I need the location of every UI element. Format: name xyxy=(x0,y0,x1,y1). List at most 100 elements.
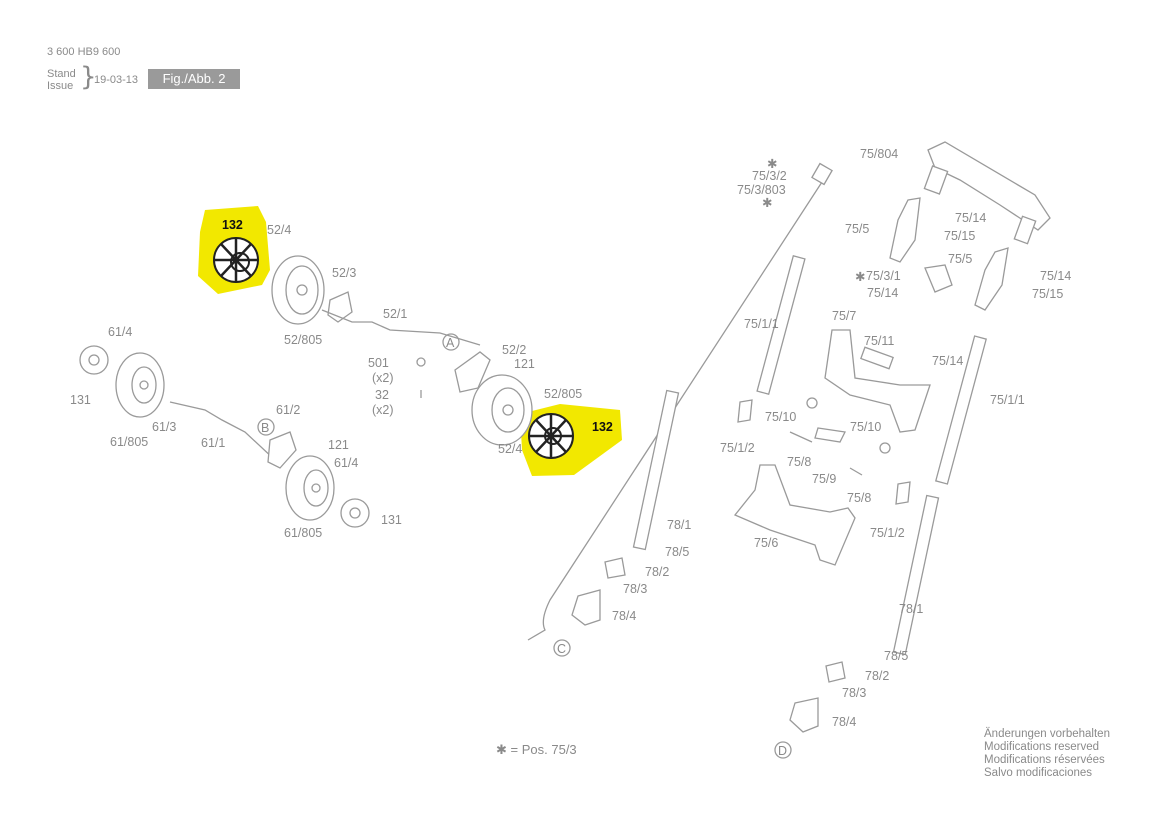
footnote: ✱ = Pos. 75/3 xyxy=(496,742,577,758)
circle-marker-c xyxy=(553,639,571,657)
lever-75-9 xyxy=(814,427,846,443)
clip-75-1-2-left xyxy=(737,399,753,423)
tube-lower-right xyxy=(892,494,940,656)
label-75-1-2-left: 75/1/2 xyxy=(720,441,755,455)
handle-right-leg xyxy=(1013,215,1037,245)
label-75-11: 75/11 xyxy=(864,334,894,348)
cable xyxy=(527,181,823,641)
label-x2-upper: (x2) xyxy=(372,371,394,385)
tube-upper-left xyxy=(756,255,806,395)
label-52-805-lower: 52/805 xyxy=(544,387,582,401)
label-75-14-a: 75/14 xyxy=(955,211,986,225)
label-75-5-a: 75/5 xyxy=(845,222,869,236)
label-52-1: 52/1 xyxy=(383,307,407,321)
hub-cap-right xyxy=(528,413,574,459)
handle-top xyxy=(927,141,1051,231)
circle-label-a: A xyxy=(446,336,455,350)
rear-wheel-lower xyxy=(471,374,533,446)
notice-de: Änderungen vorbehalten xyxy=(984,728,1110,740)
label-75-7: 75/7 xyxy=(832,309,856,323)
label-78-3-left: 78/3 xyxy=(623,582,647,596)
front-wheel-upper xyxy=(115,352,165,418)
label-75-5-b: 75/5 xyxy=(948,252,972,266)
washer-501 xyxy=(416,357,426,367)
frame-bracket xyxy=(824,329,931,433)
label-75-9: 75/9 xyxy=(812,472,836,486)
label-78-1-left: 78/1 xyxy=(667,518,691,532)
circle-label-c: C xyxy=(557,642,566,656)
label-61-4-upper: 61/4 xyxy=(108,325,132,339)
label-75-14-c: 75/14 xyxy=(1040,269,1071,283)
label-61-2: 61/2 xyxy=(276,403,300,417)
label-52-3: 52/3 xyxy=(332,266,356,280)
notice-en: Modifications reserved xyxy=(984,741,1100,753)
tube-clip-78-2-left xyxy=(604,557,626,579)
bolt-75-8-upper xyxy=(789,431,813,443)
label-75-1-2-right: 75/1/2 xyxy=(870,526,905,540)
issue-label: Issue xyxy=(47,80,74,92)
label-78-5-right: 78/5 xyxy=(884,649,908,663)
label-78-3-right: 78/3 xyxy=(842,686,866,700)
hub-cap-front-lower xyxy=(340,498,370,528)
label-121-upper: 121 xyxy=(514,357,535,371)
label-61-3: 61/3 xyxy=(152,420,176,434)
label-61-1: 61/1 xyxy=(201,436,225,450)
modifications-notice: Änderungen vorbehalten Modifications res… xyxy=(984,728,1110,780)
stand-label: Stand xyxy=(47,68,76,80)
tube-clip-78-2-right xyxy=(825,661,846,683)
label-131-lower: 131 xyxy=(381,513,402,527)
tube-end-78-4-right xyxy=(789,697,819,733)
label-132-right: 132 xyxy=(592,420,613,434)
label-75-6: 75/6 xyxy=(754,536,778,550)
label-75-14-d: 75/14 xyxy=(932,354,963,368)
brace-icon: } xyxy=(80,62,97,92)
notice-fr: Modifications réservées xyxy=(984,754,1105,766)
label-75-15-a: 75/15 xyxy=(944,229,975,243)
cable-holder xyxy=(860,346,894,370)
footnote-text: = Pos. 75/3 xyxy=(510,742,577,757)
label-78-2-left: 78/2 xyxy=(645,565,669,579)
wheel-bracket-52-2 xyxy=(454,351,491,393)
base-bracket xyxy=(733,464,856,566)
hub-cap-front-upper xyxy=(79,345,109,375)
label-75-1-1-left: 75/1/1 xyxy=(744,317,779,331)
label-52-805-upper: 52/805 xyxy=(284,333,322,347)
knob-right xyxy=(879,442,891,454)
stand-issue-label: Stand Issue xyxy=(47,68,76,92)
star-marker-75-3-1: ✱ xyxy=(855,270,866,284)
label-75-8-right: 75/8 xyxy=(847,491,871,505)
label-501: 501 xyxy=(368,356,389,370)
part-number: 3 600 HB9 600 xyxy=(47,46,121,58)
label-61-805-lower: 61/805 xyxy=(284,526,322,540)
label-132-left: 132 xyxy=(222,218,243,232)
circle-label-d: D xyxy=(778,744,787,758)
label-75-10-left: 75/10 xyxy=(765,410,796,424)
label-75-3-803: 75/3/803 xyxy=(737,183,786,197)
bolt-75-8-lower xyxy=(849,467,863,476)
clamp-lever-upper xyxy=(889,197,921,263)
label-78-1-right: 78/1 xyxy=(899,602,923,616)
label-75-14-b: 75/14 xyxy=(867,286,898,300)
hub-cap-left xyxy=(213,237,259,283)
label-131-upper: 131 xyxy=(70,393,91,407)
issue-date: 19-03-13 xyxy=(94,74,139,86)
label-121-lower: 121 xyxy=(328,438,349,452)
label-52-4-lower: 52/4 xyxy=(498,442,522,456)
label-52-4-upper: 52/4 xyxy=(267,223,291,237)
tube-upper-right xyxy=(934,335,988,485)
cable-clip xyxy=(924,264,953,293)
circle-marker-b xyxy=(257,418,275,436)
knob-left xyxy=(806,397,818,409)
axle-61-1 xyxy=(169,401,276,461)
label-75-10-right: 75/10 xyxy=(850,420,881,434)
label-78-4-right: 78/4 xyxy=(832,715,856,729)
label-75-804: 75/804 xyxy=(860,147,898,161)
star-marker-top: ✱ xyxy=(767,157,778,171)
label-75-8-left: 75/8 xyxy=(787,455,811,469)
label-75-3-2: 75/3/2 xyxy=(752,169,787,183)
wheel-bracket-61-2 xyxy=(267,431,297,469)
label-61-805-upper: 61/805 xyxy=(110,435,148,449)
star-marker-bottom: ✱ xyxy=(762,196,773,210)
label-75-15-b: 75/15 xyxy=(1032,287,1063,301)
label-78-5-left: 78/5 xyxy=(665,545,689,559)
